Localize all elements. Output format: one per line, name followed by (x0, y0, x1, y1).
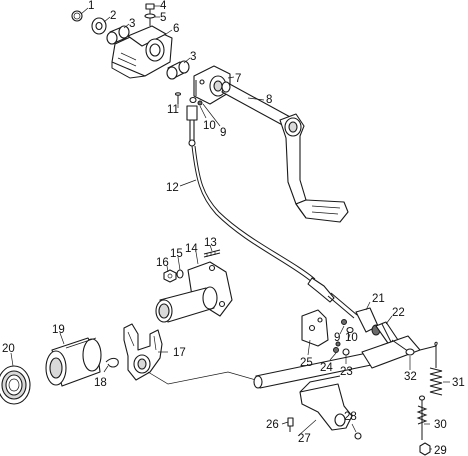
callout-10-lower: 10 (345, 332, 358, 344)
part-19-bearing (45, 337, 102, 387)
part-17-fork (123, 323, 163, 381)
callout-6: 6 (173, 23, 179, 35)
callout-4: 4 (160, 0, 167, 12)
part-32-rod (391, 339, 415, 356)
part-16-nut (163, 269, 177, 283)
callout-19: 19 (52, 324, 65, 336)
part-28-grease-nipple (354, 432, 362, 440)
part-25-bracket (301, 309, 329, 347)
callout-25: 25 (300, 357, 313, 369)
callout-13: 13 (204, 237, 217, 249)
part-11-pin (174, 92, 182, 104)
part-18-clip (105, 357, 119, 368)
callout-12: 12 (166, 182, 179, 194)
part-3-bushing-lower (166, 60, 190, 80)
part-24-nut (333, 347, 339, 353)
callout-9-upper: 9 (220, 127, 226, 139)
part-2-washer (91, 17, 107, 35)
callout-2: 2 (110, 10, 116, 22)
part-30-spring-rod (416, 395, 428, 440)
callout-22: 22 (392, 307, 405, 319)
part-23-washer (342, 348, 350, 356)
part-12-cable (191, 145, 358, 319)
callout-14: 14 (185, 243, 198, 255)
callout-20: 20 (2, 343, 15, 355)
callout-1: 1 (88, 0, 94, 12)
part-29-nut (419, 442, 431, 456)
callout-18: 18 (94, 377, 107, 389)
callout-26: 26 (266, 419, 279, 431)
callout-10-upper: 10 (203, 120, 216, 132)
callout-29: 29 (434, 445, 447, 456)
callout-5: 5 (160, 12, 166, 24)
part-8-pedal-arm (279, 113, 349, 223)
callout-15: 15 (170, 248, 183, 260)
callout-21: 21 (372, 293, 385, 305)
part-31-spring (419, 341, 443, 396)
part-13-stud (203, 249, 221, 258)
callout-8: 8 (266, 94, 272, 106)
callout-16: 16 (156, 257, 169, 269)
part-15-washer (176, 269, 184, 279)
callout-32: 32 (404, 371, 417, 383)
part-1-oring (71, 10, 83, 22)
callout-3-lower: 3 (190, 51, 196, 63)
callout-27: 27 (298, 433, 311, 445)
leader-lines (10, 5, 450, 450)
part-9-10-lower-pins (335, 319, 354, 347)
callout-7: 7 (235, 73, 241, 85)
part-9-10-clevis-pin (186, 96, 203, 147)
callout-31: 31 (452, 377, 465, 389)
part-3-bushing-upper (106, 25, 130, 45)
callout-17: 17 (173, 347, 186, 359)
part-5-spring-washer (144, 13, 156, 19)
part-17-shaft-centerline (147, 371, 257, 385)
callout-23: 23 (340, 366, 353, 378)
callout-9-lower: 9 (334, 332, 340, 344)
part-6-bracket (111, 25, 173, 79)
callout-11: 11 (167, 104, 179, 116)
part-sleeve-tube (155, 286, 218, 323)
part-21-adjuster (355, 307, 381, 336)
part-20-seal (0, 365, 31, 405)
callout-3-upper: 3 (129, 18, 135, 30)
part-27-cross-shaft (253, 335, 421, 431)
callout-30: 30 (434, 419, 447, 431)
callout-24: 24 (320, 362, 333, 374)
part-26-bolt (287, 417, 294, 432)
callout-28: 28 (344, 411, 357, 423)
